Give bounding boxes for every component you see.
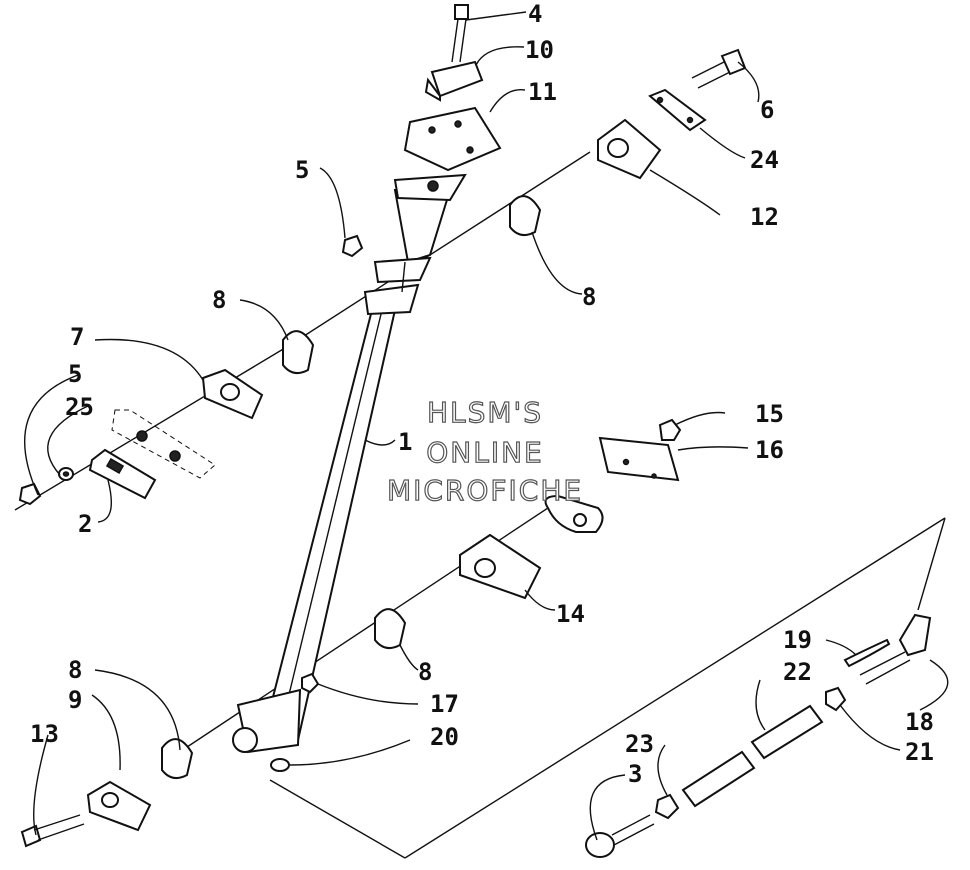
nut-17 bbox=[301, 672, 320, 694]
callout-13: 13 bbox=[30, 720, 59, 748]
callout-16: 16 bbox=[755, 436, 784, 464]
cotter-pin-19 bbox=[843, 638, 891, 668]
callout-12: 12 bbox=[750, 203, 779, 231]
clamp-10 bbox=[424, 60, 484, 102]
jam-nut-23 bbox=[654, 793, 680, 820]
watermark-line2: ONLINE bbox=[426, 436, 543, 469]
bushing-8-left bbox=[282, 330, 315, 375]
nut-15 bbox=[658, 418, 682, 441]
callout-leaders bbox=[24, 11, 949, 841]
tie-rod-22 bbox=[750, 704, 824, 760]
bolt-4 bbox=[451, 4, 469, 63]
bushing-block-12 bbox=[597, 118, 662, 180]
bushing-8-bottom bbox=[161, 738, 194, 780]
plate-24 bbox=[648, 88, 707, 132]
bushing-block-7 bbox=[201, 368, 264, 420]
callout-22: 22 bbox=[783, 658, 812, 686]
callout-24: 24 bbox=[750, 146, 779, 174]
callout-17: 17 bbox=[430, 690, 459, 718]
bushing-block-9 bbox=[86, 780, 152, 832]
callout-20: 20 bbox=[430, 723, 459, 751]
bolt-6 bbox=[691, 48, 747, 89]
callout-15: 15 bbox=[755, 400, 784, 428]
callout-3: 3 bbox=[628, 760, 642, 788]
callout-18: 18 bbox=[905, 708, 934, 736]
callout-23: 23 bbox=[625, 730, 654, 758]
callout-2: 2 bbox=[78, 510, 92, 538]
steering-post bbox=[232, 173, 467, 754]
plate-2 bbox=[88, 448, 157, 500]
plate-16 bbox=[598, 436, 680, 482]
callout-19: 19 bbox=[783, 626, 812, 654]
callout-1: 1 bbox=[398, 428, 412, 456]
bushing-8-upper bbox=[509, 195, 542, 237]
steering-arm bbox=[544, 494, 604, 533]
callout-10: 10 bbox=[525, 36, 554, 64]
watermark-line1: HLSM'S bbox=[427, 396, 543, 429]
bolt-13 bbox=[20, 814, 85, 848]
callout-5-top: 5 bbox=[295, 156, 309, 184]
bushing-block-14 bbox=[459, 533, 542, 600]
callout-14: 14 bbox=[556, 600, 585, 628]
tie-rod-tube bbox=[681, 750, 756, 808]
callout-8-left: 8 bbox=[212, 286, 226, 314]
bushing-block-11 bbox=[403, 106, 502, 172]
callout-8-bottom: 8 bbox=[68, 656, 82, 684]
callout-7: 7 bbox=[70, 323, 84, 351]
tie-rod-end-3 bbox=[585, 814, 655, 858]
washer-25 bbox=[58, 467, 74, 481]
tie-rod-end-18 bbox=[859, 613, 932, 685]
callout-8-upper: 8 bbox=[582, 283, 596, 311]
watermark: HLSM'S ONLINE MICROFICHE bbox=[386, 395, 583, 507]
nut-5-top bbox=[341, 234, 364, 258]
callout-21: 21 bbox=[905, 738, 934, 766]
bushing-8-lower bbox=[374, 608, 407, 650]
washer-20 bbox=[270, 758, 290, 772]
callout-5-left: 5 bbox=[68, 360, 82, 388]
callout-25: 25 bbox=[65, 393, 94, 421]
callout-6: 6 bbox=[760, 96, 774, 124]
callout-4: 4 bbox=[528, 0, 542, 28]
reference-plate-outline bbox=[111, 409, 216, 479]
callout-labels: 4 10 11 6 24 12 5 8 8 7 5 25 2 1 15 16 1… bbox=[30, 0, 934, 788]
callout-8-lower: 8 bbox=[418, 658, 432, 686]
watermark-line3: MICROFICHE bbox=[387, 474, 583, 507]
callout-11: 11 bbox=[528, 78, 557, 106]
callout-9: 9 bbox=[68, 686, 82, 714]
